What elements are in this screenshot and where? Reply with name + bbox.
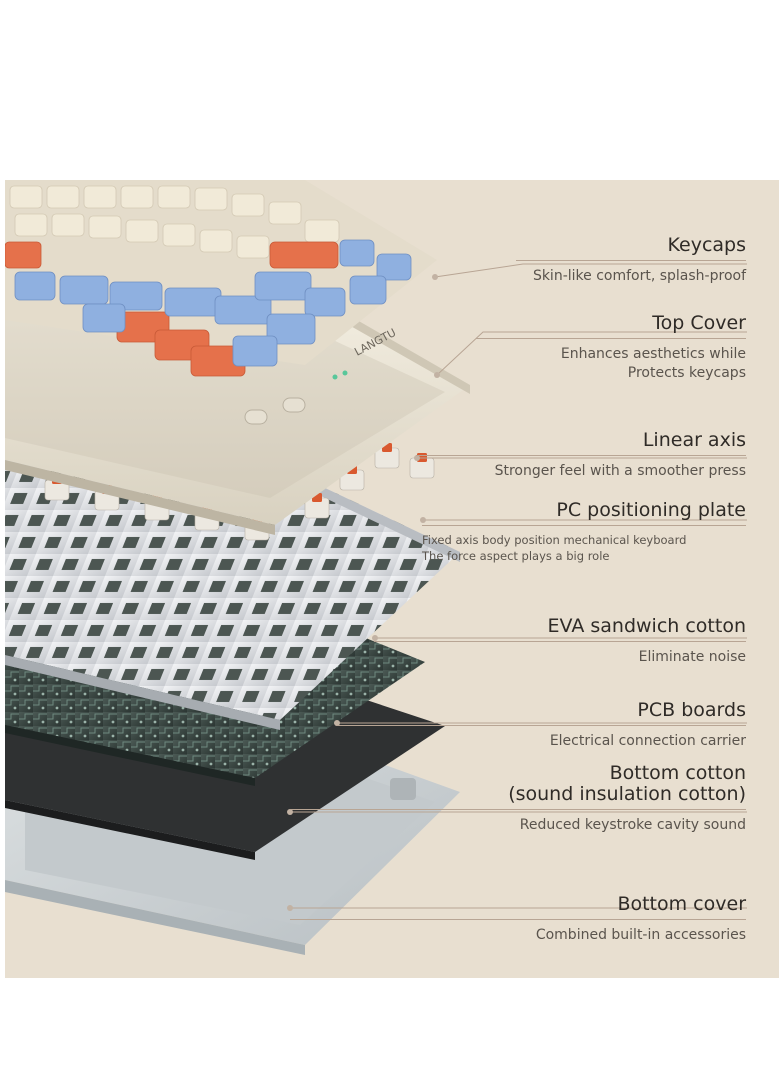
label-title: PCB boards: [637, 699, 746, 721]
label-title: Bottom cotton: [609, 762, 746, 784]
label-title: EVA sandwich cotton: [547, 615, 746, 637]
label-description: Reduced keystroke cavity sound: [519, 817, 746, 833]
label-bottom-cotton: Bottom cotton (sound insulation cotton) …: [290, 763, 746, 835]
top-cover-layer: LANGTU: [5, 290, 470, 535]
label-eva-sandwich-cotton: EVA sandwich cotton Eliminate noise: [374, 616, 746, 667]
label-description: Fixed axis body position mechanical keyb…: [422, 533, 687, 547]
leader-lines: [290, 263, 747, 909]
label-description: Combined built-in accessories: [535, 927, 746, 943]
label-description: Stronger feel with a smoother press: [494, 463, 746, 479]
label-pc-positioning-plate: PC positioning plate Fixed axis body pos…: [422, 500, 746, 564]
label-keycaps: Keycaps Skin-like comfort, splash-proof: [516, 235, 746, 286]
label-title: Bottom cover: [617, 893, 746, 915]
label-bottom-cover: Bottom cover Combined built-in accessori…: [290, 894, 746, 945]
label-title: PC positioning plate: [556, 499, 746, 521]
leader-dots: [287, 274, 440, 911]
label-linear-axis: Linear axis Stronger feel with a smoothe…: [416, 430, 746, 481]
label-description: Eliminate noise: [638, 649, 746, 665]
label-title: (sound insulation cotton): [508, 783, 746, 805]
label-title: Linear axis: [642, 429, 746, 451]
label-description: The force aspect plays a big role: [422, 549, 610, 563]
label-title: Top Cover: [652, 312, 746, 334]
keycaps-layer: [5, 180, 437, 377]
exploded-keyboard-illustration: LANGTU: [5, 180, 747, 955]
label-pcb-boards: PCB boards Electrical connection carrier: [336, 700, 746, 751]
label-description: Electrical connection carrier: [549, 733, 746, 749]
label-description: Enhances aesthetics while: [560, 346, 746, 362]
exploded-keyboard-panel: LANGTU: [5, 180, 779, 978]
label-description: Skin-like comfort, splash-proof: [532, 268, 746, 284]
label-description: Protects keycaps: [627, 365, 746, 381]
label-title: Keycaps: [667, 234, 747, 256]
label-top-cover: Top Cover Enhances aesthetics while Prot…: [476, 313, 746, 383]
